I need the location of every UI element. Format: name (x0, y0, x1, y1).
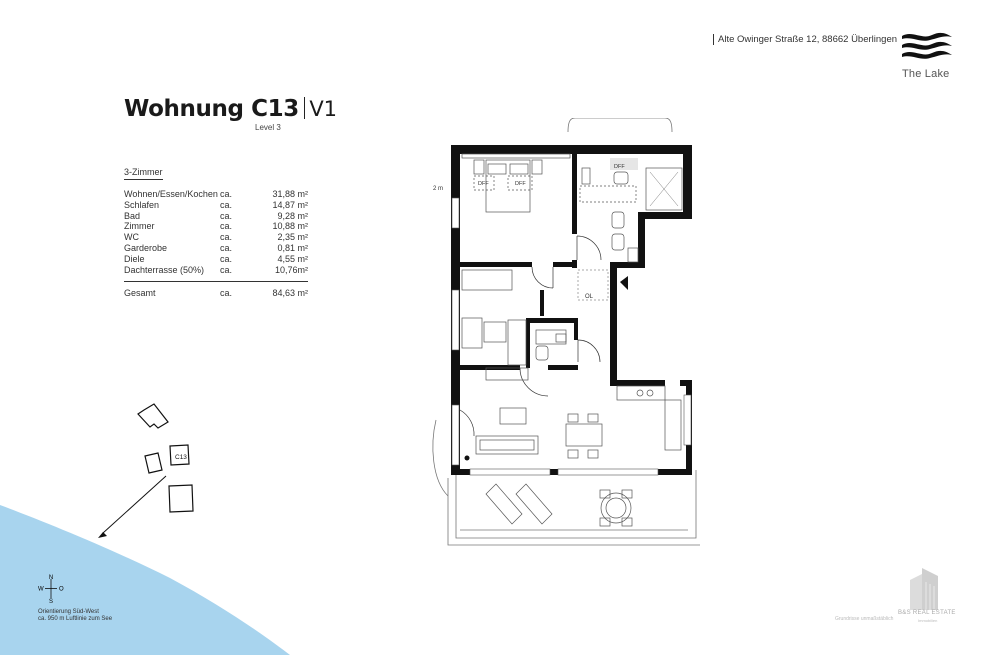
room-furniture (461, 269, 567, 381)
unit-variant: V1 (309, 97, 338, 121)
direction-arrow-icon (98, 532, 107, 538)
area-ca: ca. (220, 221, 233, 232)
height-label: 2 m (433, 186, 443, 192)
compass-rose-icon: N S W O (38, 575, 64, 604)
overhead-light-box (577, 269, 609, 301)
area-value: 4,55 m² (277, 253, 308, 264)
orientation-text: Orientierung Süd-West (38, 609, 99, 615)
area-name: Dachterrasse (50%) (124, 264, 205, 275)
brand-name: The Lake (902, 68, 950, 80)
area-value: 31,88 m² (272, 189, 308, 199)
site-unit-label: C13 (175, 454, 187, 461)
site-building-1 (137, 403, 169, 429)
area-row: Diele ca. 4,55 m² (124, 254, 308, 265)
total-table: Gesamt ca. 84,63 m² (124, 288, 308, 298)
dff-label: DFF (515, 181, 526, 187)
windows (451, 197, 692, 476)
outer-walls (451, 145, 692, 475)
total-divider (124, 281, 308, 282)
site-building-c13 (169, 444, 190, 466)
credit-text: Grundrisse unmaßstäblich (835, 616, 894, 622)
area-name: WC (124, 232, 139, 243)
direction-line (102, 475, 167, 534)
bathroom-fixtures (579, 158, 683, 263)
area-row: WC ca. 2,35 m² (124, 232, 308, 243)
site-building-2 (144, 452, 163, 474)
roof-terrace (432, 118, 700, 546)
area-value: 14,87 m² (272, 199, 308, 210)
unit-level: Level 3 (255, 123, 281, 132)
project-address: Alte Owinger Straße 12, 88662 Überlingen (713, 34, 897, 45)
area-ca: ca. (220, 210, 233, 221)
doors (459, 235, 602, 437)
area-value: 2,35 m² (277, 232, 308, 243)
area-ca: ca. (220, 232, 233, 243)
area-row: Schlafen ca. 14,87 m² (124, 200, 308, 211)
dff-label: DFF (614, 164, 625, 170)
interior-walls (460, 154, 578, 370)
room-type: 3-Zimmer (124, 167, 163, 180)
area-ca: ca. (220, 199, 233, 210)
area-value: 10,88 m² (272, 221, 308, 232)
area-row: Dachterrasse (50%) ca. 10,76m² (124, 265, 308, 276)
column-marker (464, 455, 470, 461)
living-furniture (475, 385, 682, 459)
area-value: 9,28 m² (277, 210, 308, 221)
site-building-4 (168, 484, 194, 513)
area-ca: ca. (220, 189, 233, 199)
total-ca: ca. (220, 288, 233, 298)
area-ca: ca. (220, 264, 233, 275)
area-value: 10,76m² (274, 264, 308, 275)
ol-label: OL (585, 294, 594, 300)
terrace-furniture (485, 483, 633, 527)
area-row: Zimmer ca. 10,88 m² (124, 221, 308, 232)
bedroom-furniture (461, 153, 571, 213)
area-value: 0,81 m² (277, 242, 308, 253)
area-name: Garderobe (124, 242, 168, 253)
total-label: Gesamt (124, 288, 156, 298)
area-ca: ca. (220, 253, 233, 264)
dff-label: DFF (478, 181, 489, 187)
unit-title: Wohnung C13 (124, 96, 299, 122)
wave-logo-icon (902, 32, 952, 59)
compass-o: O (59, 587, 64, 593)
developer-logo-icon (910, 568, 938, 610)
compass-s: S (49, 599, 53, 604)
area-name: Wohnen/Essen/Kochen (124, 189, 218, 199)
total-value: 84,63 m² (272, 288, 308, 298)
area-row: Garderobe ca. 0,81 m² (124, 243, 308, 254)
area-row: Bad ca. 9,28 m² (124, 211, 308, 222)
site-plan: C13 (98, 403, 194, 538)
developer-sub: Immobilien (918, 618, 938, 623)
total-row: Gesamt ca. 84,63 m² (124, 288, 308, 298)
area-ca: ca. (220, 242, 233, 253)
area-name: Schlafen (124, 199, 160, 210)
developer-name: B&S REAL ESTATE (898, 610, 956, 616)
compass-w: W (38, 587, 44, 593)
floor-plan: OL DFF DFF 2 m DFF (432, 118, 700, 546)
area-name: Bad (124, 210, 141, 221)
title-separator (303, 97, 306, 119)
compass-n: N (49, 575, 53, 581)
area-name: Diele (124, 253, 145, 264)
distance-text: ca. 950 m Luftlinie zum See (38, 616, 113, 622)
entry-arrow-icon (620, 276, 628, 290)
unit-heading: Wohnung C13 V1 (124, 96, 337, 122)
area-name: Zimmer (124, 221, 155, 232)
